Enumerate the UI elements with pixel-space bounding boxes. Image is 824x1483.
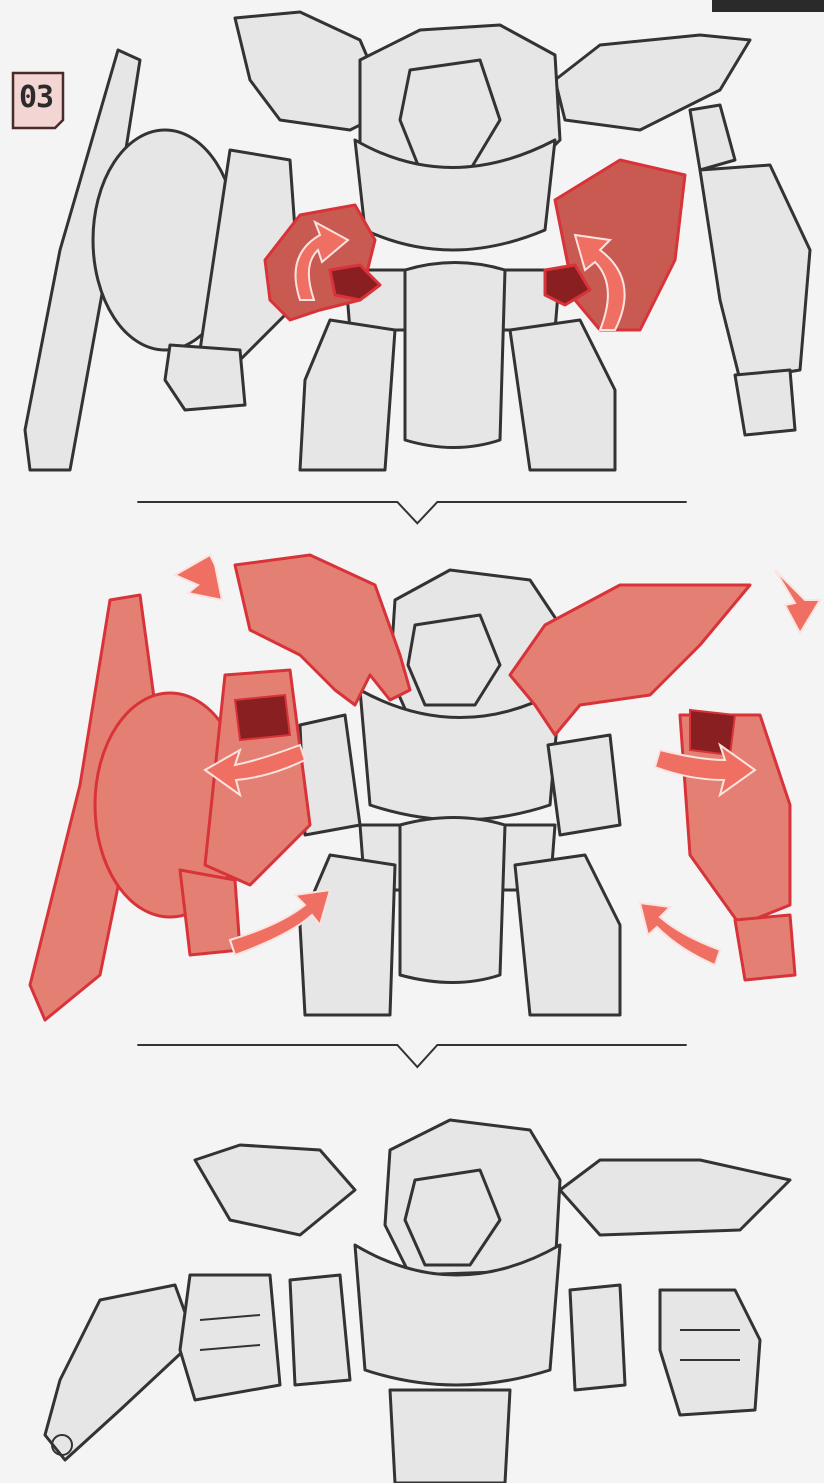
step-panel-1: 03 bbox=[0, 0, 824, 505]
robot-illustration-open-hatches bbox=[0, 0, 824, 505]
down-arrow-right-icon bbox=[775, 570, 820, 633]
curve-arrow-lower-right-icon bbox=[640, 903, 720, 965]
robot-illustration-arms-moving bbox=[0, 505, 824, 1050]
step-number-label: 03 bbox=[10, 80, 62, 115]
robot-illustration-final bbox=[0, 1050, 824, 1483]
step-panel-3 bbox=[0, 1050, 824, 1483]
step-number-badge: 03 bbox=[10, 70, 66, 132]
step-panel-2 bbox=[0, 505, 824, 1050]
down-arrow-left-icon bbox=[175, 555, 222, 600]
